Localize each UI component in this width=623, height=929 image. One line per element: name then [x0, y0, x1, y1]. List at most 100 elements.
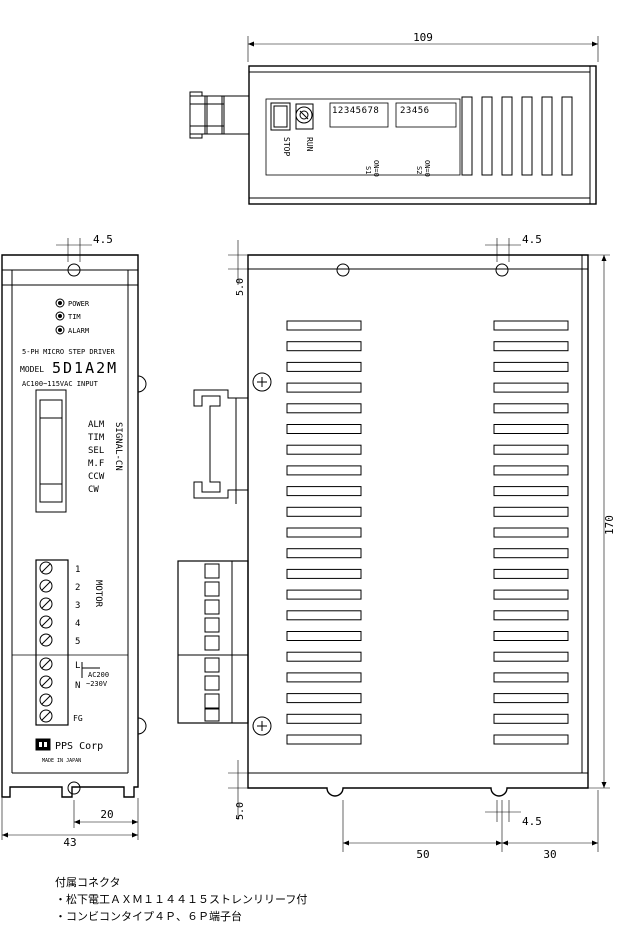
switch-panel — [265, 98, 461, 176]
top-view — [189, 36, 599, 205]
signal-mf: M.F — [88, 459, 104, 469]
signal-alm: ALM — [88, 420, 105, 430]
side-span-dimension: 50 — [416, 848, 429, 861]
front-dimensions — [1, 238, 139, 840]
terminal-block — [12, 559, 128, 726]
dip-switch-s2 — [395, 102, 457, 128]
alarm-led-icon — [55, 325, 65, 335]
driver-title: 5-PH MICRO STEP DRIVER — [22, 348, 116, 356]
side-height-dimension: 170 — [603, 515, 616, 535]
side-top-left-hole — [336, 263, 350, 277]
power-pin-n: N — [75, 681, 80, 691]
vent-slot — [493, 506, 569, 517]
fg-label: FG — [73, 714, 83, 723]
notes-line-2: ・コンビコンタイプ４Ｐ、６Ｐ端子台 — [55, 910, 242, 923]
front-view — [1, 238, 147, 840]
front-bottom-mounting-hole — [67, 781, 81, 795]
vent-slot — [286, 444, 362, 455]
vent-slot — [286, 382, 362, 393]
power-led-icon — [55, 298, 65, 308]
input-spec: AC100~115VAC INPUT — [22, 380, 99, 388]
vent-slot — [493, 672, 569, 683]
vent-slot — [493, 734, 569, 745]
front-inner-dimension: 20 — [100, 808, 113, 821]
front-top-mounting-hole — [67, 263, 81, 277]
motor-pin-5: 5 — [75, 637, 80, 647]
signal-cn-label: SIGNAL-CN — [113, 422, 123, 471]
side-view — [177, 238, 610, 852]
run-label: RUN — [305, 137, 314, 152]
vent-slot — [493, 713, 569, 724]
terminal-screws — [39, 561, 53, 723]
vent-slot — [286, 734, 362, 745]
vent-slot — [286, 610, 362, 621]
side-terminal-block — [177, 560, 249, 724]
front-width-dimension: 43 — [63, 836, 76, 849]
side-top-right-hole — [495, 263, 509, 277]
notes-line-1: ・松下電工ＡＸＭ１１４４１５ストレンリリーフ付 — [55, 893, 308, 906]
vent-slot — [286, 465, 362, 476]
vent-slot — [493, 589, 569, 600]
vent-slot — [493, 465, 569, 476]
vent-slot — [286, 631, 362, 641]
top-connector-clip — [189, 91, 250, 139]
vent-slot — [286, 589, 362, 600]
vent-slot — [493, 403, 569, 414]
s2-label: S2 — [415, 166, 423, 174]
vent-slot — [286, 424, 362, 434]
status-leds — [55, 298, 65, 335]
ac-range: ~230V — [86, 680, 108, 688]
vent-slot — [286, 568, 362, 579]
signal-connector — [35, 389, 67, 513]
vent-slot — [493, 568, 569, 579]
side-dimensions — [228, 238, 610, 852]
motor-pin-4: 4 — [75, 619, 80, 629]
accessory-notes: 付属コネクタ ・松下電工ＡＸＭ１１４４１５ストレンリリーフ付 ・コンビコンタイプ… — [55, 874, 307, 925]
s1-on-label: ON=0 — [372, 160, 380, 177]
vent-slot — [493, 527, 569, 538]
signal-ccw: CCW — [88, 472, 105, 482]
vent-slot — [493, 548, 569, 559]
s1-label: S1 — [364, 166, 372, 174]
side-vents — [286, 320, 569, 745]
motor-pin-2: 2 — [75, 583, 80, 593]
vent-slot — [493, 651, 569, 662]
notes-title: 付属コネクタ — [55, 876, 121, 889]
side-edge-top-dimension: 5.0 — [235, 278, 246, 296]
led-alarm-label: ALARM — [68, 327, 89, 335]
vent-slot — [286, 506, 362, 517]
vent-slot — [286, 713, 362, 724]
vent-slot — [286, 693, 362, 704]
vent-slot — [493, 610, 569, 621]
vent-slot — [493, 320, 569, 331]
vent-slot — [286, 651, 362, 662]
vent-slot — [493, 486, 569, 497]
motor-pin-1: 1 — [75, 565, 80, 575]
led-tim-label: TIM — [68, 313, 81, 321]
side-edge-bottom-dimension: 5.0 — [235, 802, 246, 820]
top-view-body — [248, 65, 597, 205]
tim-led-icon — [55, 311, 65, 321]
front-hole-dimension: 4.5 — [93, 233, 113, 246]
pps-logo-icon — [35, 738, 51, 751]
stop-label: STOP — [282, 137, 291, 156]
brand-name: PPS Corp — [55, 741, 103, 752]
vent-slot — [493, 424, 569, 434]
drawing-text: 109 STOP RUN 12345678 23456 S1 ON=0 S2 O… — [20, 31, 616, 861]
ground-screw-icon — [252, 372, 272, 736]
vent-slot — [493, 341, 569, 352]
s2-on-label: ON=0 — [423, 160, 431, 177]
vent-slot — [493, 631, 569, 641]
ac-label: AC200 — [88, 671, 109, 679]
top-width-dimension: 109 — [413, 31, 433, 44]
model-prefix: MODEL — [20, 365, 44, 374]
top-vents — [461, 96, 573, 176]
vent-slot — [286, 672, 362, 683]
vent-slot — [286, 361, 362, 372]
signal-tim: TIM — [88, 433, 105, 443]
signal-cw: CW — [88, 485, 99, 495]
side-body-outline — [247, 254, 589, 797]
made-in-label: MADE IN JAPAN — [42, 758, 81, 764]
motor-pin-3: 3 — [75, 601, 80, 611]
